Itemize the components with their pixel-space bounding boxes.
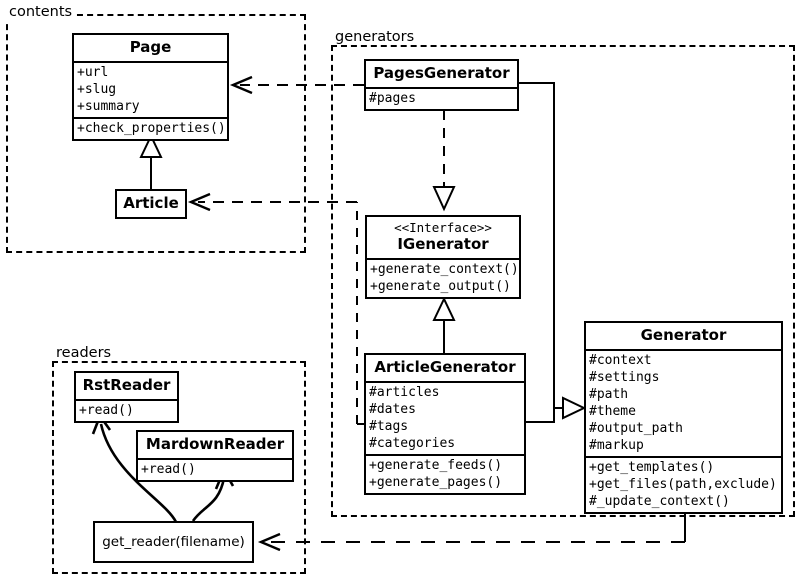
class-igenerator-stereotype: <<Interface>> [394, 220, 492, 235]
class-article-generator-operations: +generate_feeds() +generate_pages() [366, 454, 524, 493]
operation-item: +read() [79, 403, 134, 418]
class-pages-generator-attributes: #pages [366, 87, 517, 109]
attribute-item: #dates [369, 402, 416, 417]
class-generator-attributes: #context #settings #path #theme #output_… [586, 349, 781, 456]
package-generators [331, 45, 795, 517]
package-readers [52, 361, 306, 574]
operation-item: +get_templates() [589, 460, 715, 475]
attribute-item: +summary [77, 99, 140, 114]
class-generator-title: Generator [640, 326, 727, 344]
class-igenerator-title: <<Interface>> IGenerator [367, 217, 519, 258]
attribute-item: +url [77, 65, 109, 80]
class-article[interactable]: Article [115, 189, 187, 219]
node-get-reader[interactable]: get_reader(filename) [93, 521, 254, 563]
class-pages-generator[interactable]: PagesGenerator #pages [364, 59, 519, 111]
attribute-item: #output_path [589, 421, 683, 436]
class-article-title: Article [123, 194, 179, 212]
class-page-attributes: +url +slug +summary [74, 61, 227, 117]
attribute-item: #markup [589, 438, 644, 453]
node-get-reader-label: get_reader(filename) [102, 534, 245, 550]
attribute-item: #theme [589, 404, 636, 419]
class-rst-reader[interactable]: RstReader +read() [74, 371, 179, 423]
attribute-item: #categories [369, 436, 456, 451]
class-igenerator[interactable]: <<Interface>> IGenerator +generate_conte… [365, 215, 521, 299]
package-readers-label: readers [53, 345, 115, 361]
class-rst-reader-operations: +read() [76, 399, 177, 421]
class-page-operations: +check_properties() [74, 117, 227, 139]
class-igenerator-name: IGenerator [397, 235, 489, 253]
operation-item: +get_files(path,exclude) [589, 477, 777, 492]
class-rst-reader-title: RstReader [82, 376, 171, 394]
package-contents [6, 14, 306, 253]
operation-item: +generate_feeds() [369, 458, 503, 473]
class-page-title: Page [129, 38, 172, 56]
operation-item: +check_properties() [77, 121, 226, 136]
attribute-item: #articles [369, 385, 440, 400]
class-mardown-reader-operations: +read() [138, 458, 292, 480]
operation-item: #_update_context() [589, 494, 730, 509]
package-contents-label: contents [6, 4, 76, 20]
attribute-item: #pages [369, 91, 416, 106]
attribute-item: #settings [589, 370, 660, 385]
operation-item: +generate_context() [370, 262, 519, 277]
operation-item: +generate_pages() [369, 475, 503, 490]
class-mardown-reader[interactable]: MardownReader +read() [136, 430, 294, 482]
operation-item: +generate_output() [370, 279, 511, 294]
operation-item: +read() [141, 462, 196, 477]
attribute-item: +slug [77, 82, 117, 97]
class-igenerator-operations: +generate_context() +generate_output() [367, 258, 519, 297]
class-article-generator-attributes: #articles #dates #tags #categories [366, 381, 524, 454]
class-generator[interactable]: Generator #context #settings #path #them… [584, 321, 783, 514]
class-page[interactable]: Page +url +slug +summary +check_properti… [72, 33, 229, 141]
attribute-item: #path [589, 387, 629, 402]
attribute-item: #tags [369, 419, 409, 434]
class-article-generator[interactable]: ArticleGenerator #articles #dates #tags … [364, 353, 526, 495]
class-pages-generator-title: PagesGenerator [373, 64, 510, 82]
class-mardown-reader-title: MardownReader [145, 435, 285, 453]
class-generator-operations: +get_templates() +get_files(path,exclude… [586, 456, 781, 512]
package-generators-label: generators [332, 29, 418, 45]
attribute-item: #context [589, 353, 652, 368]
class-article-generator-title: ArticleGenerator [374, 358, 516, 376]
